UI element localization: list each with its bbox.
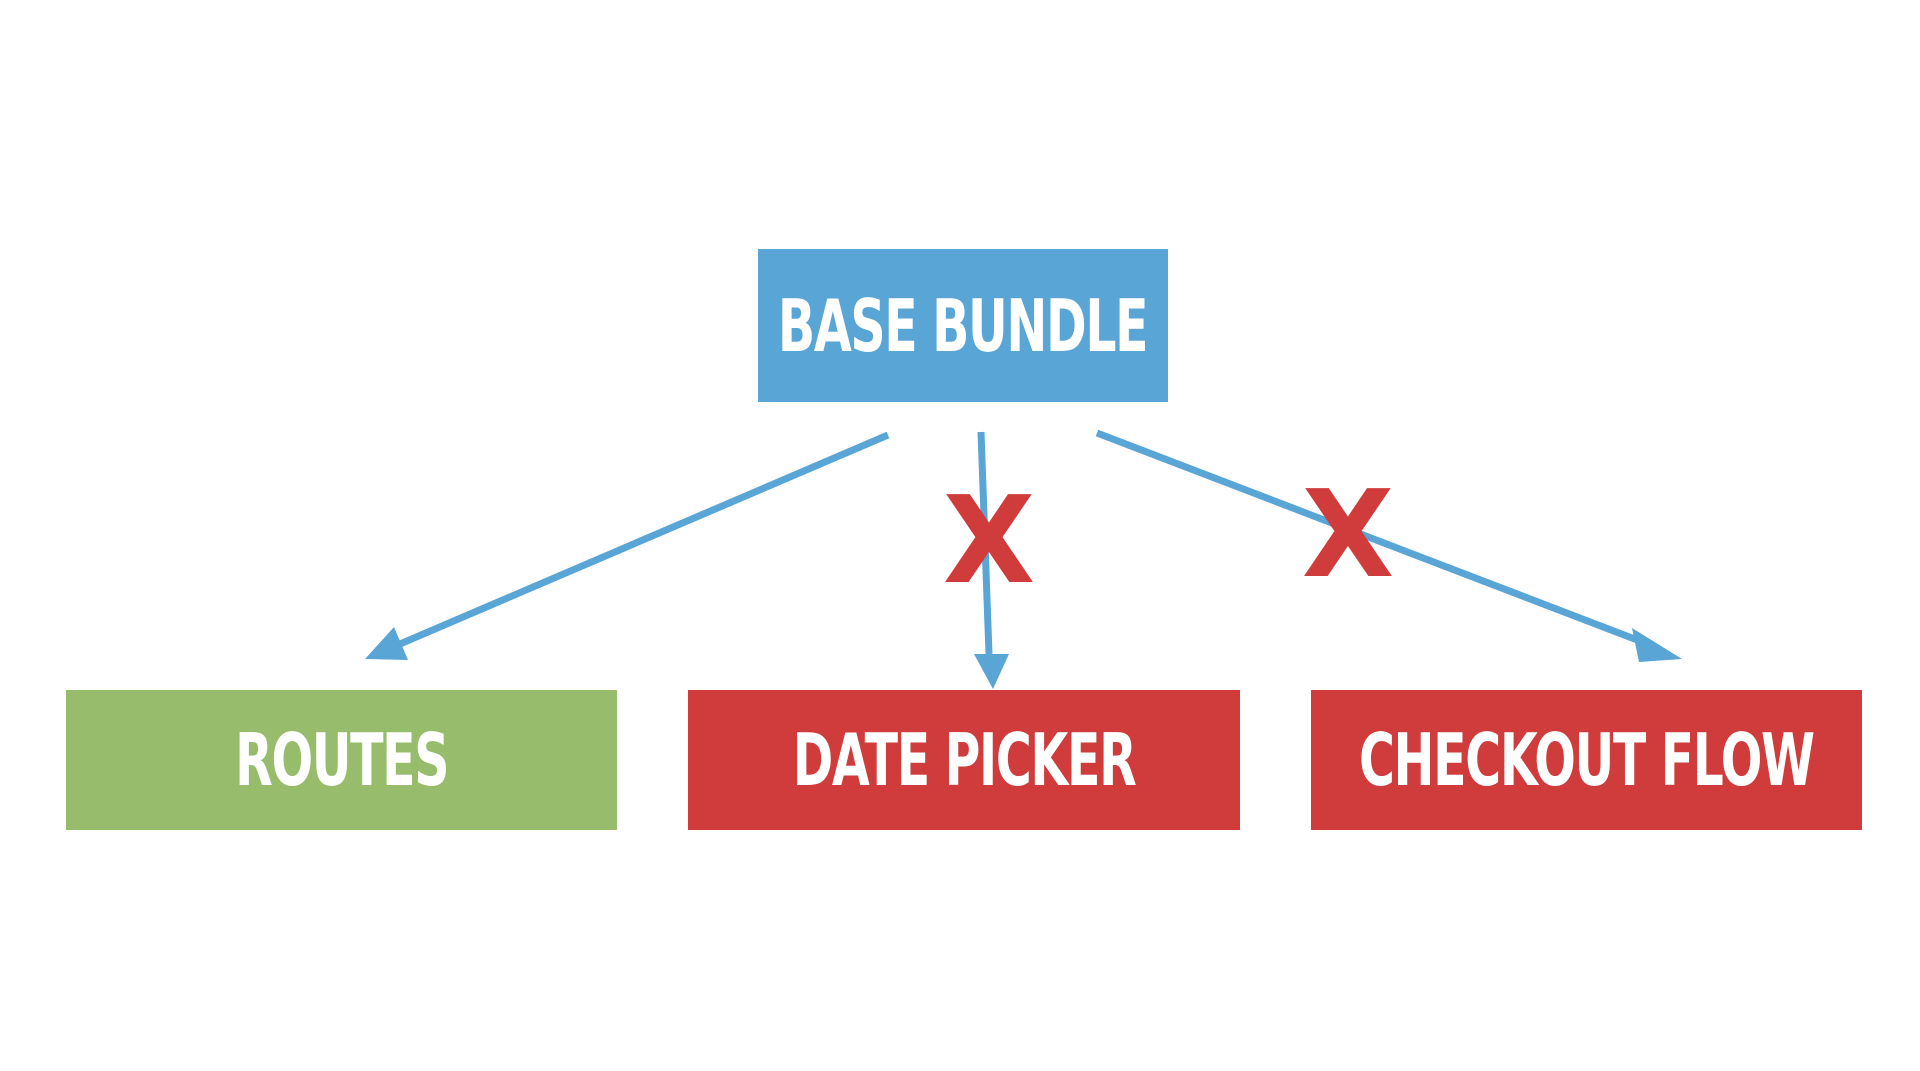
node-routes: ROUTES xyxy=(66,690,617,830)
arrowhead-routes xyxy=(365,627,408,660)
node-base-bundle-label: BASE BUNDLE xyxy=(778,283,1149,368)
arrowhead-checkout-flow xyxy=(1632,628,1682,662)
node-date-picker: DATE PICKER xyxy=(688,690,1240,830)
edge-base-to-routes xyxy=(398,431,890,648)
edge-base-to-date-picker xyxy=(977,431,993,655)
node-base-bundle: BASE BUNDLE xyxy=(758,249,1168,402)
node-checkout-flow-label: CHECKOUT FLOW xyxy=(1359,718,1815,802)
blocked-x-checkout-flow: X xyxy=(1302,466,1395,605)
arrowhead-date-picker xyxy=(974,654,1009,689)
edge-base-to-checkout-flow xyxy=(1095,429,1647,647)
blocked-x-date-picker: X xyxy=(943,472,1036,611)
node-routes-label: ROUTES xyxy=(234,718,449,802)
node-checkout-flow: CHECKOUT FLOW xyxy=(1311,690,1862,830)
node-date-picker-label: DATE PICKER xyxy=(792,718,1137,802)
